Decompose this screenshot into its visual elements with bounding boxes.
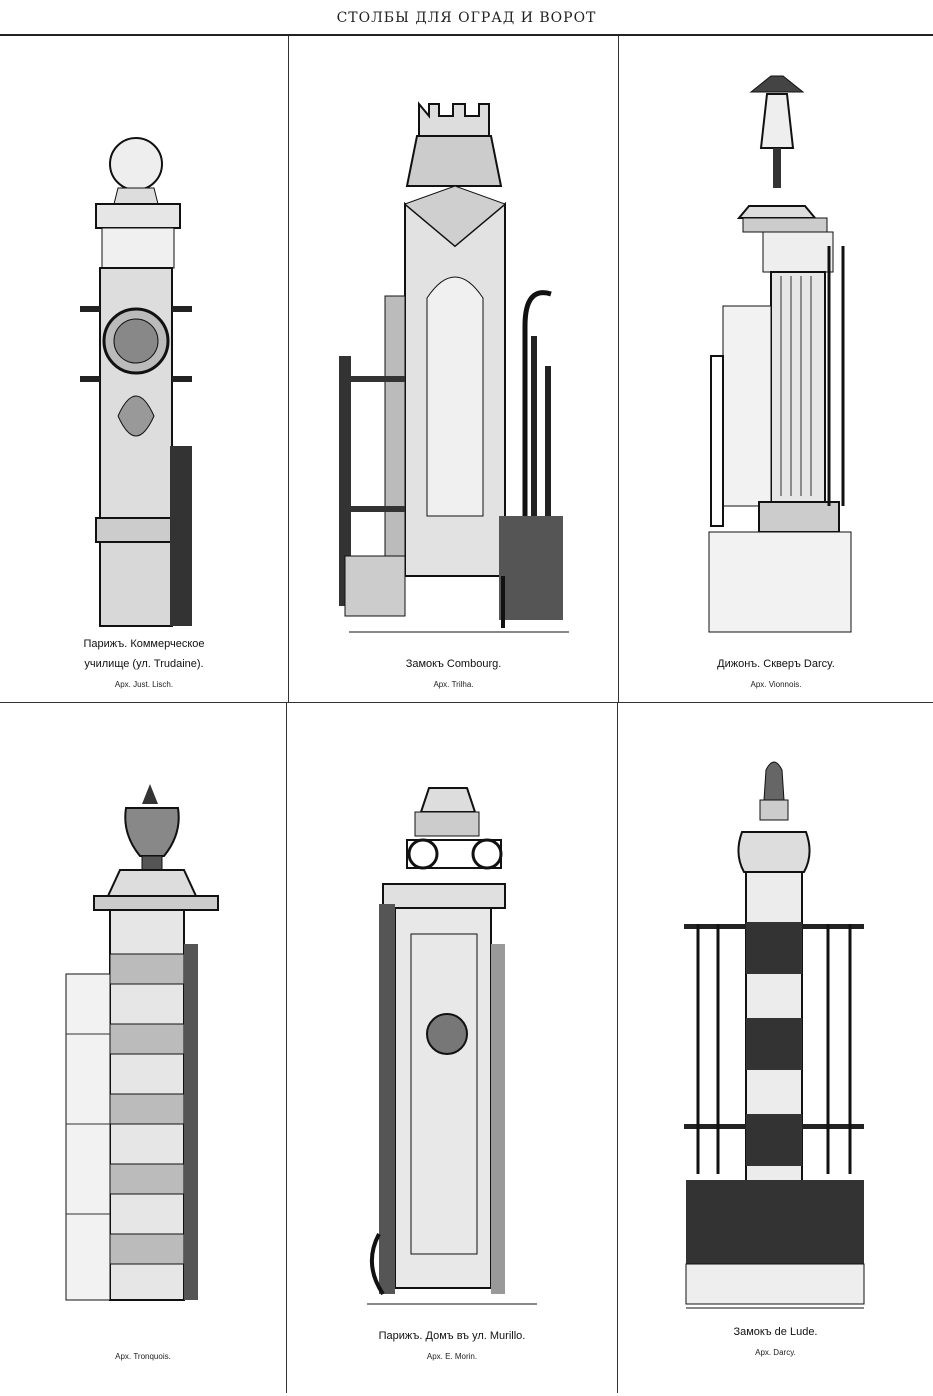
plate-1-architect: Арх. Just. Lisch. xyxy=(114,680,174,689)
pillar-tower-illustration xyxy=(339,101,569,633)
plate-1-caption-line-2: училище (ул. Trudaine). xyxy=(84,658,204,670)
column-divider-4 xyxy=(617,703,618,1393)
plate-4-architect: Арх. Tronquois. xyxy=(115,1352,171,1361)
pillar-sphere-illustration xyxy=(80,137,192,627)
plate-3: Дижонъ. Скверъ Darcy. Арх. Vionnois. xyxy=(619,36,933,702)
plate-2-caption-line-1: Замокъ Combourg. xyxy=(405,658,502,670)
plate-5: Парижъ. Домъ въ ул. Murillo. Арх. E. Mor… xyxy=(287,704,617,1394)
column-divider-1 xyxy=(288,36,289,702)
plate-3-architect: Арх. Vionnois. xyxy=(750,680,802,689)
plate-6-caption-line-1: Замокъ de Lude. xyxy=(733,1326,818,1338)
pillar-lantern-illustration xyxy=(708,75,852,633)
middle-rule xyxy=(0,702,933,703)
plate-5-architect: Арх. E. Morin. xyxy=(426,1352,478,1361)
plate-1: Парижъ. Коммерческое училище (ул. Trudai… xyxy=(0,36,288,702)
plate-6: Замокъ de Lude. Арх. Darcy. xyxy=(618,704,933,1394)
plate-2-architect: Арх. Trilha. xyxy=(433,680,474,689)
plate-1-caption-line-1: Парижъ. Коммерческое xyxy=(83,638,205,650)
plate-4: Арх. Tronquois. xyxy=(0,704,286,1394)
pillar-urn-illustration xyxy=(65,784,219,1301)
column-divider-2 xyxy=(618,36,619,702)
page-title: СТОЛБЫ ДЛЯ ОГРАД И ВОРОТ xyxy=(336,10,597,26)
pillar-finial-illustration xyxy=(684,761,865,1309)
plate-6-architect: Арх. Darcy. xyxy=(755,1348,796,1357)
plate-3-caption-line-1: Дижонъ. Скверъ Darcy. xyxy=(717,658,835,670)
plate-2: Замокъ Combourg. Арх. Trilha. xyxy=(289,36,618,702)
pillar-ionic-illustration xyxy=(367,787,537,1305)
column-divider-3 xyxy=(286,703,287,1393)
top-rule xyxy=(0,34,933,36)
plate-5-caption-line-1: Парижъ. Домъ въ ул. Murillo. xyxy=(378,1330,526,1342)
